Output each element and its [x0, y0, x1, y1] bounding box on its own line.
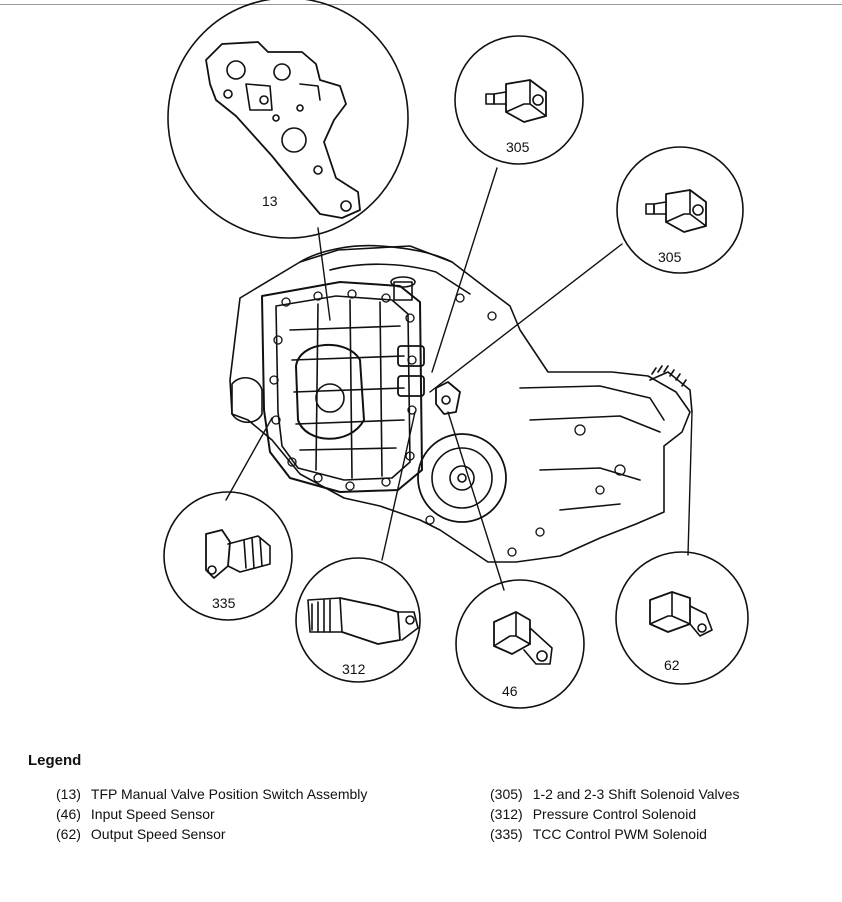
callout-46-label: 46: [502, 683, 518, 699]
legend-item-text: Input Speed Sensor: [90, 806, 215, 822]
legend-item-text: Output Speed Sensor: [90, 826, 226, 842]
callout-305-upper-label: 305: [506, 139, 530, 155]
legend-item-text: Pressure Control Solenoid: [532, 806, 697, 822]
legend-item-text: TFP Manual Valve Position Switch Assembl…: [90, 786, 368, 802]
callout-13-label: 13: [262, 193, 278, 209]
callout-305-right-label: 305: [658, 249, 682, 265]
transmission-body: [229, 244, 693, 563]
callout-46: 46: [455, 579, 585, 709]
callout-62: 62: [615, 551, 749, 685]
legend-item-number: (62): [56, 826, 81, 842]
legend-item: (312) Pressure Control Solenoid: [490, 804, 739, 824]
legend-item-number: (305): [490, 786, 523, 802]
top-divider: [0, 4, 842, 5]
callout-335-label: 335: [212, 595, 236, 611]
transmission-diagram: 13 305 305 335 312: [163, 0, 749, 709]
callout-305-right: 305: [616, 146, 744, 274]
legend-item-text: TCC Control PWM Solenoid: [532, 826, 707, 842]
callout-335: 335: [163, 491, 293, 621]
callout-312: 312: [295, 557, 421, 683]
legend-item: (46) Input Speed Sensor: [56, 804, 367, 824]
legend-item-number: (312): [490, 806, 523, 822]
callout-13: 13: [167, 0, 409, 239]
callout-312-label: 312: [342, 661, 366, 677]
legend-item-text: 1-2 and 2-3 Shift Solenoid Valves: [532, 786, 740, 802]
legend-item-number: (13): [56, 786, 81, 802]
legend-item-number: (46): [56, 806, 81, 822]
legend-item: (335) TCC Control PWM Solenoid: [490, 824, 739, 844]
legend-item: (305) 1-2 and 2-3 Shift Solenoid Valves: [490, 784, 739, 804]
legend-item: (62) Output Speed Sensor: [56, 824, 367, 844]
legend: Legend (13) TFP Manual Valve Position Swi…: [28, 752, 828, 842]
legend-item: (13) TFP Manual Valve Position Switch Ass…: [56, 784, 367, 804]
callout-62-label: 62: [664, 657, 680, 673]
legend-left-column: (13) TFP Manual Valve Position Switch Ass…: [56, 784, 367, 844]
callout-305-upper: 305: [454, 35, 584, 165]
legend-right-column: (305) 1-2 and 2-3 Shift Solenoid Valves (…: [490, 784, 739, 844]
legend-title: Legend: [28, 752, 82, 769]
legend-item-number: (335): [490, 826, 523, 842]
